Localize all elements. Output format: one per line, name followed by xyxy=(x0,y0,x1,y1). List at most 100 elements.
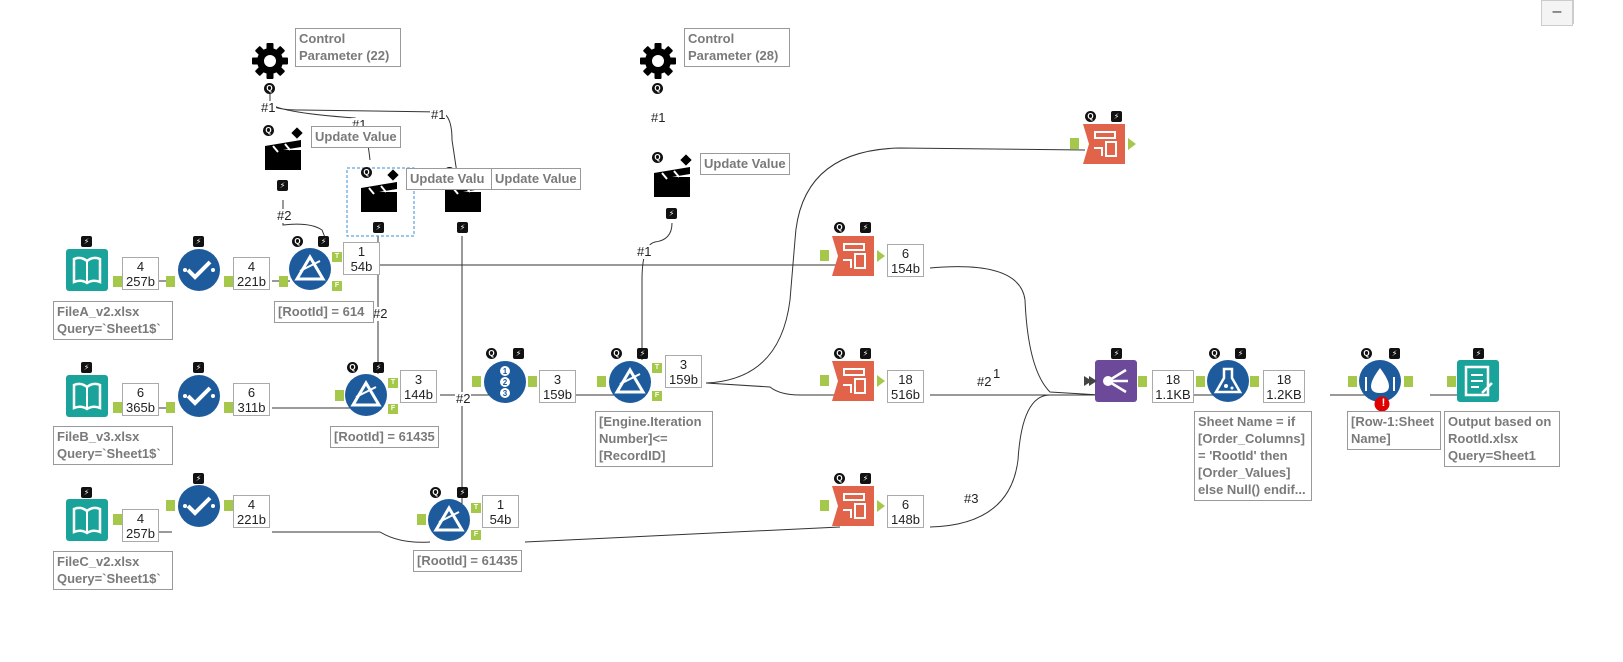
true-anchor[interactable]: T xyxy=(652,363,662,373)
input-anchor[interactable] xyxy=(1070,138,1079,149)
input-anchor[interactable] xyxy=(279,276,288,287)
question-anchor-badge[interactable]: Q xyxy=(1209,348,1220,359)
book-icon[interactable] xyxy=(66,249,108,291)
action-bolt-badge[interactable]: ⚡ xyxy=(1111,111,1122,122)
check-icon[interactable] xyxy=(178,375,220,417)
false-anchor[interactable]: F xyxy=(388,404,398,414)
table-output-icon[interactable] xyxy=(832,361,874,401)
gear-icon[interactable] xyxy=(249,40,291,82)
output-file-icon[interactable] xyxy=(1457,360,1499,402)
output-anchor[interactable] xyxy=(1138,376,1147,387)
output-anchor[interactable] xyxy=(877,250,885,262)
action-bolt-badge[interactable]: ⚡ xyxy=(666,208,677,219)
book-icon[interactable] xyxy=(66,375,108,417)
input-anchor[interactable] xyxy=(1447,376,1456,387)
action-bolt-badge[interactable]: ⚡ xyxy=(81,362,92,373)
question-anchor-badge[interactable]: Q xyxy=(834,222,845,233)
question-anchor-badge[interactable]: Q xyxy=(834,348,845,359)
action-bolt-badge[interactable]: ⚡ xyxy=(860,473,871,484)
clapperboard-icon[interactable] xyxy=(265,127,303,170)
output-anchor[interactable] xyxy=(528,376,537,387)
output-anchor[interactable] xyxy=(113,402,122,413)
action-bolt-badge[interactable]: ⚡ xyxy=(277,180,288,191)
action-bolt-badge[interactable]: ⚡ xyxy=(318,236,329,247)
union-icon[interactable] xyxy=(1095,360,1137,402)
question-anchor-badge[interactable]: Q xyxy=(430,487,441,498)
true-anchor[interactable]: T xyxy=(388,378,398,388)
filter-delta-icon[interactable] xyxy=(609,361,651,403)
table-output-icon[interactable] xyxy=(832,236,874,276)
action-bolt-badge[interactable]: ⚡ xyxy=(637,348,648,359)
filter-delta-icon[interactable] xyxy=(428,499,470,541)
question-anchor-badge[interactable]: Q xyxy=(263,125,274,136)
check-icon[interactable] xyxy=(178,485,220,527)
input-anchor[interactable] xyxy=(1196,376,1205,387)
filter-delta-icon[interactable] xyxy=(289,248,331,290)
action-bolt-badge[interactable]: ⚡ xyxy=(373,222,384,233)
input-anchor[interactable] xyxy=(166,500,175,511)
book-icon[interactable] xyxy=(66,499,108,541)
question-anchor-badge[interactable]: Q xyxy=(264,83,275,94)
question-anchor-badge[interactable]: Q xyxy=(1361,348,1372,359)
action-bolt-badge[interactable]: ⚡ xyxy=(193,236,204,247)
input-anchor[interactable] xyxy=(417,514,426,525)
table-output-icon[interactable] xyxy=(1083,124,1125,164)
input-anchor[interactable] xyxy=(820,250,829,261)
question-anchor-badge[interactable]: Q xyxy=(834,473,845,484)
action-bolt-badge[interactable]: ⚡ xyxy=(1389,348,1400,359)
false-anchor[interactable]: F xyxy=(652,391,662,401)
output-anchor[interactable] xyxy=(113,276,122,287)
question-anchor-badge[interactable]: Q xyxy=(611,348,622,359)
formula-flask-icon[interactable] xyxy=(1207,360,1249,402)
output-anchor[interactable] xyxy=(877,375,885,387)
output-anchor[interactable] xyxy=(224,276,233,287)
output-anchor[interactable] xyxy=(1404,376,1413,387)
question-anchor-badge[interactable]: Q xyxy=(347,362,358,373)
action-bolt-badge[interactable]: ⚡ xyxy=(1111,348,1122,359)
action-bolt-badge[interactable]: ⚡ xyxy=(860,348,871,359)
question-anchor-badge[interactable]: Q xyxy=(652,152,663,163)
action-bolt-badge[interactable]: ⚡ xyxy=(81,487,92,498)
input-anchor[interactable] xyxy=(166,402,175,413)
question-anchor-badge[interactable]: Q xyxy=(652,83,663,94)
action-bolt-badge[interactable]: ⚡ xyxy=(193,473,204,484)
table-output-icon[interactable] xyxy=(832,486,874,526)
question-anchor-badge[interactable]: Q xyxy=(486,348,497,359)
output-anchor[interactable] xyxy=(877,500,885,512)
action-bolt-badge[interactable]: ⚡ xyxy=(513,348,524,359)
minimize-button[interactable]: – xyxy=(1541,0,1573,26)
input-anchor[interactable] xyxy=(1348,376,1357,387)
false-anchor[interactable]: F xyxy=(471,530,481,540)
gear-icon[interactable] xyxy=(637,40,679,82)
action-bolt-badge[interactable]: ⚡ xyxy=(860,222,871,233)
output-anchor[interactable] xyxy=(224,402,233,413)
sort-icon[interactable]: 1 2 3 xyxy=(484,361,526,403)
filter-delta-icon[interactable] xyxy=(345,374,387,416)
action-bolt-badge[interactable]: ⚡ xyxy=(373,362,384,373)
input-anchor[interactable] xyxy=(335,390,344,401)
action-bolt-badge[interactable]: ⚡ xyxy=(457,222,468,233)
question-anchor-badge[interactable]: Q xyxy=(1085,111,1096,122)
true-anchor[interactable]: T xyxy=(471,503,481,513)
action-bolt-badge[interactable]: ⚡ xyxy=(1473,348,1484,359)
question-anchor-badge[interactable]: Q xyxy=(292,236,303,247)
action-bolt-badge[interactable]: ⚡ xyxy=(81,236,92,247)
input-anchor[interactable] xyxy=(166,276,175,287)
false-anchor[interactable]: F xyxy=(332,281,342,291)
input-anchor[interactable] xyxy=(472,376,481,387)
action-bolt-badge[interactable]: ⚡ xyxy=(1235,348,1246,359)
true-anchor[interactable]: T xyxy=(332,252,342,262)
check-icon[interactable] xyxy=(178,249,220,291)
input-anchor[interactable] xyxy=(820,500,829,511)
output-anchor[interactable] xyxy=(224,500,233,511)
output-anchor[interactable] xyxy=(1250,376,1259,387)
output-anchor[interactable] xyxy=(1128,138,1136,150)
action-bolt-badge[interactable]: ⚡ xyxy=(457,487,468,498)
action-bolt-badge[interactable]: ⚡ xyxy=(193,362,204,373)
question-anchor-badge[interactable]: Q xyxy=(361,167,372,178)
input-anchor[interactable] xyxy=(820,375,829,386)
output-anchor[interactable] xyxy=(113,514,122,525)
input-anchor[interactable] xyxy=(597,376,606,387)
multirow-drop-icon[interactable] xyxy=(1359,360,1401,402)
